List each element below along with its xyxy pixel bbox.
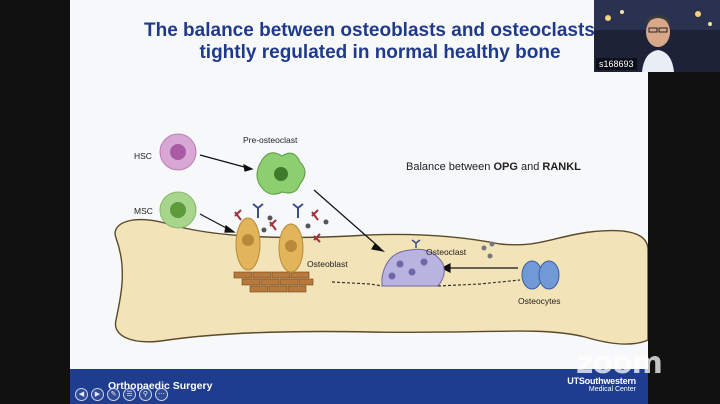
previous-icon[interactable]: ◀ <box>75 388 88 401</box>
zoom-icon[interactable]: ⚲ <box>139 388 152 401</box>
label-msc: MSC <box>134 206 153 216</box>
label-osteocytes: Osteocytes <box>518 296 561 306</box>
label-osteoclast: Osteoclast <box>426 247 466 257</box>
footer-logo-line-2: Medical Center <box>567 386 636 393</box>
label-pre-osteoclast: Pre-osteoclast <box>243 135 297 145</box>
zoom-watermark: zoom <box>576 346 662 381</box>
balance-rankl: RANKL <box>542 161 581 173</box>
presentation-slide: The balance between osteoblasts and oste… <box>70 0 648 404</box>
balance-caption: Balance between OPG and RANKL <box>406 161 581 173</box>
slideshow-controls: ◀ ▶ ✎ ☰ ⚲ ⋯ <box>75 388 168 401</box>
balance-and: and <box>518 161 542 173</box>
balance-prefix: Balance between <box>406 161 493 173</box>
balance-opg: OPG <box>493 161 517 173</box>
bone-remodeling-diagram <box>70 0 648 404</box>
pen-icon[interactable]: ✎ <box>107 388 120 401</box>
label-osteoblast: Osteoblast <box>307 259 348 269</box>
presenter-video-thumbnail[interactable]: s168693 <box>594 0 720 72</box>
next-icon[interactable]: ▶ <box>91 388 104 401</box>
presenter-name: s168693 <box>596 58 637 70</box>
menu-icon[interactable]: ☰ <box>123 388 136 401</box>
osteocyte-cell-2 <box>539 261 559 289</box>
label-hsc: HSC <box>134 151 152 161</box>
more-icon[interactable]: ⋯ <box>155 388 168 401</box>
